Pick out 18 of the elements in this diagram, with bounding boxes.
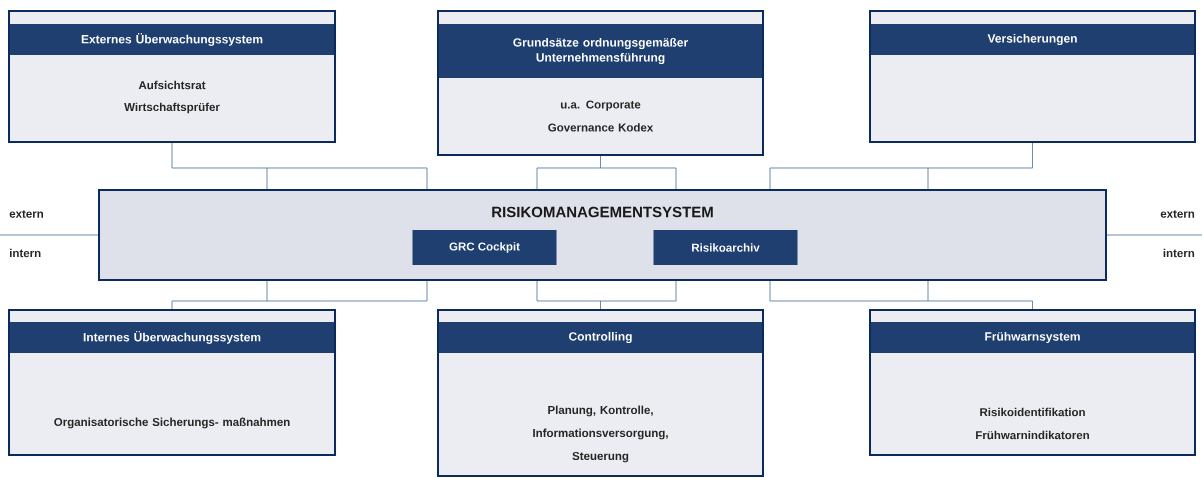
connector-line bbox=[769, 142, 1033, 190]
info-box: Versicherungen bbox=[869, 10, 1196, 143]
connector-line bbox=[536, 280, 677, 310]
side-label: intern bbox=[1163, 248, 1195, 258]
side-label: intern bbox=[10, 248, 41, 258]
connector-line bbox=[171, 280, 428, 310]
info-box: Controlling Planung, Kontrolle, Informationsversorgung, Steuerung bbox=[437, 309, 764, 477]
connector-line bbox=[769, 280, 1033, 310]
info-box: Grundsätze ordnungsgemäßer Unternehmensführung u.a. Corporate Governance Kodex bbox=[437, 10, 764, 156]
side-label: extern bbox=[1160, 210, 1195, 218]
module-box: GRC Cockpit bbox=[412, 230, 557, 265]
module-box: Risikoarchiv bbox=[653, 230, 798, 265]
info-box: Internes Überwachungssystem Organisatorische Sicherungs- maßnahmen bbox=[8, 309, 336, 456]
connector-line bbox=[171, 142, 428, 190]
side-label: extern bbox=[9, 210, 43, 218]
info-box: Frühwarnsystem Risikoidentifikation Frühwarnindikatoren bbox=[869, 309, 1196, 456]
connector-line bbox=[536, 155, 677, 190]
info-box: Externes Überwachungssystem Aufsichtsrat Wirtschaftsprüfer bbox=[8, 10, 336, 143]
